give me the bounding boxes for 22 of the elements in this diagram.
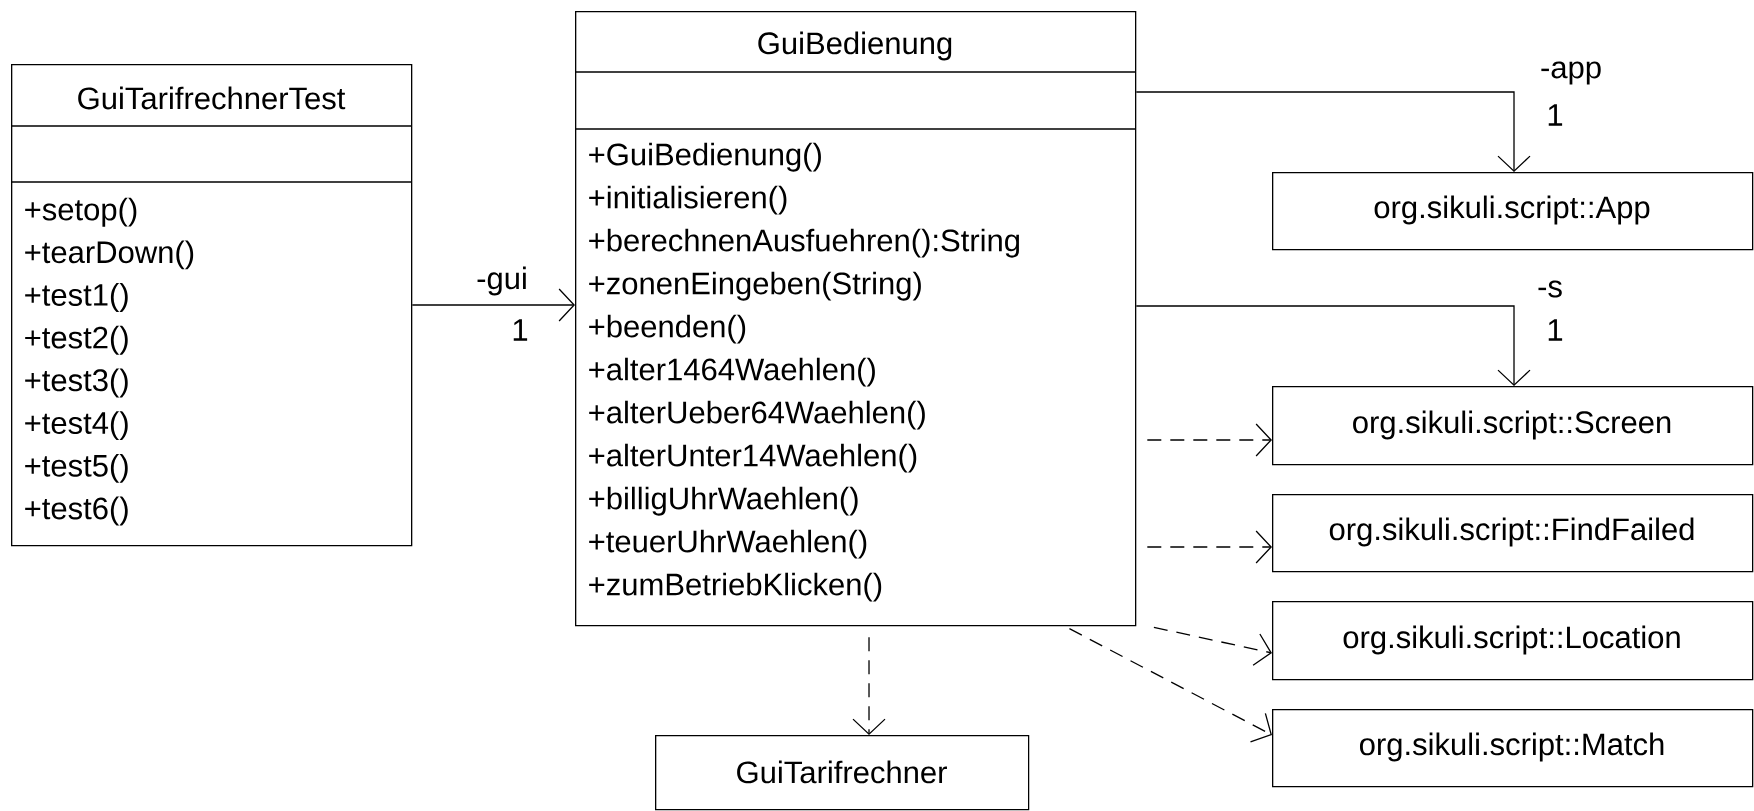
class-box: GuiTarifrechner	[655, 735, 1030, 811]
arrow	[1135, 91, 1531, 172]
multiplicity-label: 1	[1545, 103, 1565, 127]
edge-label: -s	[1536, 279, 1564, 299]
arrow	[1146, 530, 1272, 564]
arrow	[1068, 627, 1272, 743]
class-box: GuiBedienung +GuiBedienung() +initialisieren() +berechnenAusfuehren():String +zonenEingeben(String) +beenden() +alter1464Waehlen() +alterUeber64Waehlen() +alterUnter14Waehlen() +billigUhrWaehlen() +teuerUhrWaehlen() +zumBetriebKlicken()	[574, 11, 1137, 627]
class-box: org.sikuli.script::FindFailed	[1272, 494, 1754, 573]
arrow	[852, 636, 886, 735]
class-box: org.sikuli.script::Screen	[1272, 386, 1754, 466]
multiplicity-label: 1	[1545, 318, 1565, 342]
arrow	[1146, 423, 1272, 457]
multiplicity-label: 1	[510, 318, 530, 342]
arrow	[1153, 626, 1272, 666]
class-box: GuiTarifrechnerTest +setop() +tearDown() +test1() +test2() +test3() +test4() +test5() +test6()	[10, 64, 413, 547]
arrow	[411, 288, 575, 322]
class-box: org.sikuli.script::Match	[1272, 709, 1754, 788]
arrow	[1135, 305, 1531, 386]
class-box: org.sikuli.script::Location	[1272, 601, 1754, 681]
edge-label: -gui	[475, 265, 529, 297]
class-box: org.sikuli.script::App	[1272, 172, 1754, 251]
edge-label: -app	[1539, 60, 1604, 86]
